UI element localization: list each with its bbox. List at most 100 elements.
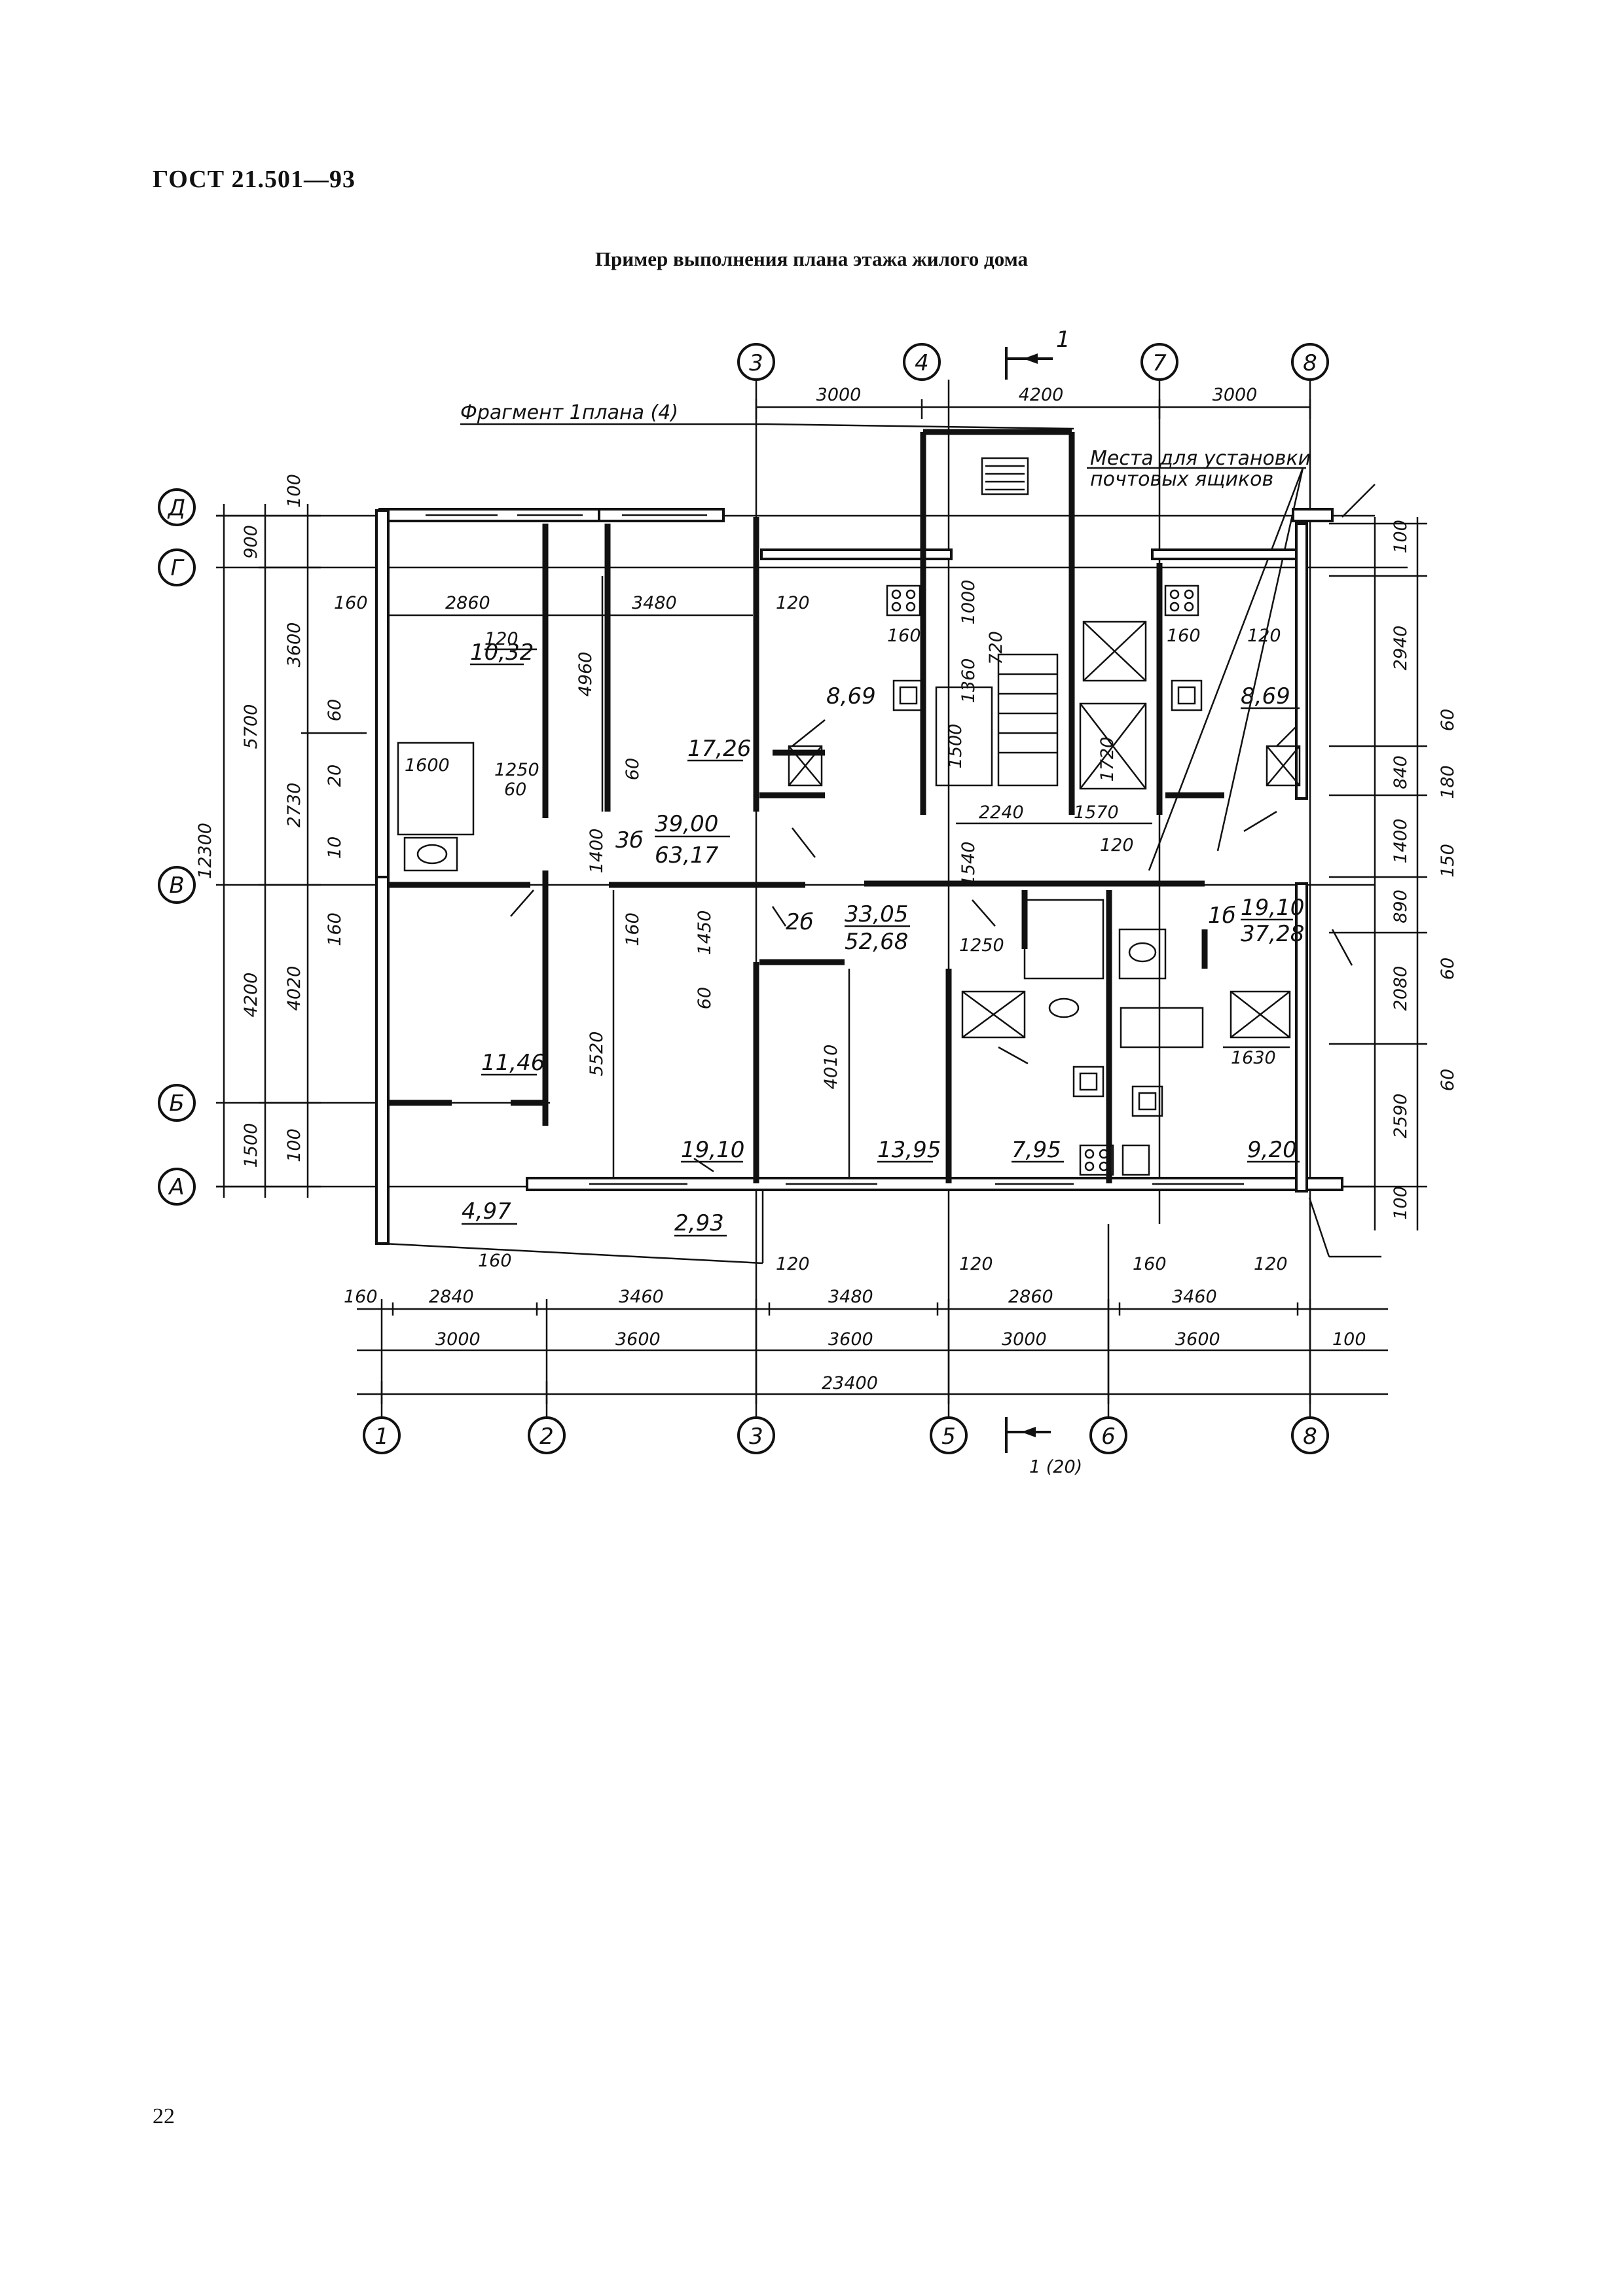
axis-label: 3 bbox=[749, 1424, 763, 1450]
axis-label: Д bbox=[167, 495, 186, 521]
exterior-walls bbox=[375, 508, 1343, 1245]
dim: 120 bbox=[1247, 626, 1281, 646]
dim-total: 23400 bbox=[822, 1373, 878, 1393]
top-dimension-line: 3000 4200 3000 bbox=[755, 385, 1311, 419]
apartment-codes: 3б 2б 1б bbox=[615, 827, 1236, 935]
axis-marker-4-top: 4 bbox=[903, 343, 941, 381]
dim-vertical: 180 bbox=[1438, 765, 1458, 799]
axis-marker-B: Б bbox=[158, 1084, 196, 1122]
axis-marker-3-top: 3 bbox=[737, 343, 775, 381]
section-cut-bottom: 1 (20) bbox=[1005, 1417, 1082, 1477]
room-area: 7,95 bbox=[1012, 1137, 1061, 1163]
apartment-total-area: 37,28 bbox=[1241, 921, 1304, 947]
dim-vertical: 60 bbox=[1438, 1069, 1458, 1091]
dim-vertical: 1720 bbox=[1097, 737, 1118, 782]
dim-vertical: 60 bbox=[325, 699, 345, 721]
dim: 60 bbox=[504, 780, 526, 800]
axis-label: 8 bbox=[1303, 350, 1317, 376]
room-area: 19,10 bbox=[681, 1137, 744, 1163]
balcony-area: 2,93 bbox=[674, 1210, 724, 1236]
bathrooms bbox=[397, 742, 1301, 1049]
dim: 160 bbox=[478, 1251, 512, 1271]
apartment-living-area: 39,00 bbox=[655, 811, 718, 837]
dim-vertical: 4200 bbox=[241, 973, 261, 1018]
dim-vertical: 12300 bbox=[195, 823, 215, 879]
figure-title: Пример выполнения плана этажа жилого дом… bbox=[594, 247, 1029, 270]
dim: 3600 bbox=[1175, 1329, 1220, 1350]
dim-vertical: 1000 bbox=[958, 580, 979, 625]
dim: 1250 bbox=[494, 760, 539, 780]
stair-core bbox=[935, 457, 1147, 790]
dim: 120 bbox=[484, 629, 519, 649]
dim-vertical: 100 bbox=[284, 1128, 304, 1162]
room-area: 11,46 bbox=[481, 1050, 545, 1076]
room-area: 8,69 bbox=[826, 683, 876, 709]
section-label: 1 (20) bbox=[1029, 1457, 1082, 1477]
dim-vertical: 150 bbox=[1438, 844, 1458, 878]
axis-marker-6-bottom: 6 bbox=[1089, 1416, 1127, 1454]
dim: 120 bbox=[1254, 1254, 1288, 1274]
dim: 3460 bbox=[1172, 1287, 1217, 1307]
dim-vertical: 2590 bbox=[1391, 1094, 1411, 1139]
dim: 2860 bbox=[1008, 1287, 1053, 1307]
axis-label: Б bbox=[169, 1090, 184, 1117]
dim: 2860 bbox=[445, 593, 490, 613]
dim-vertical: 1400 bbox=[1391, 819, 1411, 864]
section-cut-top: 1 bbox=[1005, 327, 1070, 380]
dim-vertical: 3600 bbox=[284, 622, 304, 668]
dim: 2240 bbox=[979, 802, 1024, 823]
dim: 120 bbox=[776, 1254, 810, 1274]
dim-vertical: 4020 bbox=[284, 966, 304, 1011]
dim-vertical: 60 bbox=[1438, 709, 1458, 731]
windows bbox=[426, 514, 1244, 1185]
dim-vertical: 10 bbox=[325, 836, 345, 859]
dim-vertical: 2940 bbox=[1391, 626, 1411, 671]
dim-vertical: 1450 bbox=[695, 910, 715, 956]
axis-label: 1 bbox=[374, 1424, 389, 1450]
dim: 3480 bbox=[828, 1287, 873, 1307]
bottom-dimension-lines bbox=[357, 1299, 1388, 1404]
dim: 1250 bbox=[959, 935, 1004, 956]
balcony-area: 4,97 bbox=[462, 1198, 511, 1225]
dim: 1630 bbox=[1231, 1048, 1276, 1068]
dim: 3000 bbox=[816, 385, 862, 405]
dim: 160 bbox=[887, 626, 921, 646]
dim-vertical: 2730 bbox=[284, 783, 304, 828]
room-area: 8,69 bbox=[1241, 683, 1290, 709]
balconies bbox=[382, 484, 1381, 1265]
dim-vertical: 5700 bbox=[241, 704, 261, 749]
axis-lines bbox=[216, 380, 1408, 1417]
dim-vertical: 1540 bbox=[958, 842, 979, 887]
fragment-callout: Фрагмент 1плана (4) bbox=[460, 401, 1074, 430]
axis-label: 6 bbox=[1101, 1424, 1116, 1450]
fragment-label: Фрагмент 1плана (4) bbox=[460, 401, 678, 424]
dim: 3480 bbox=[632, 593, 677, 613]
room-area: 17,26 bbox=[687, 736, 751, 762]
apartment-total-area: 52,68 bbox=[845, 929, 908, 955]
axis-marker-3-bottom: 3 bbox=[737, 1416, 775, 1454]
apartment-living-area: 19,10 bbox=[1241, 895, 1304, 921]
apartment-living-area: 33,05 bbox=[845, 901, 908, 927]
axis-marker-A: А bbox=[158, 1168, 196, 1206]
dim: 4200 bbox=[1019, 385, 1064, 405]
dim-vertical: 840 bbox=[1391, 755, 1411, 789]
left-dimension-lines bbox=[216, 504, 367, 1198]
apartment-code: 1б bbox=[1208, 903, 1236, 929]
mailbox-note: Места для установки почтовых ящиков bbox=[1087, 447, 1311, 871]
axis-marker-5-bottom: 5 bbox=[930, 1416, 968, 1454]
dim-vertical: 60 bbox=[695, 987, 715, 1009]
dim: 160 bbox=[334, 593, 368, 613]
dim-vertical: 160 bbox=[623, 912, 643, 946]
dim: 1570 bbox=[1074, 802, 1119, 823]
axis-label: 8 bbox=[1303, 1424, 1317, 1450]
axis-label: 5 bbox=[941, 1424, 956, 1450]
axis-label: А bbox=[168, 1174, 184, 1200]
document-code: ГОСТ 21.501—93 bbox=[153, 166, 356, 193]
dim-vertical: 890 bbox=[1391, 889, 1411, 924]
dim-vertical: 1400 bbox=[587, 829, 607, 874]
axis-marker-7-top: 7 bbox=[1140, 343, 1178, 381]
axis-marker-D: Д bbox=[158, 488, 196, 526]
dim: 160 bbox=[1167, 626, 1201, 646]
axis-marker-V: В bbox=[158, 866, 196, 904]
dim: 2840 bbox=[429, 1287, 474, 1307]
